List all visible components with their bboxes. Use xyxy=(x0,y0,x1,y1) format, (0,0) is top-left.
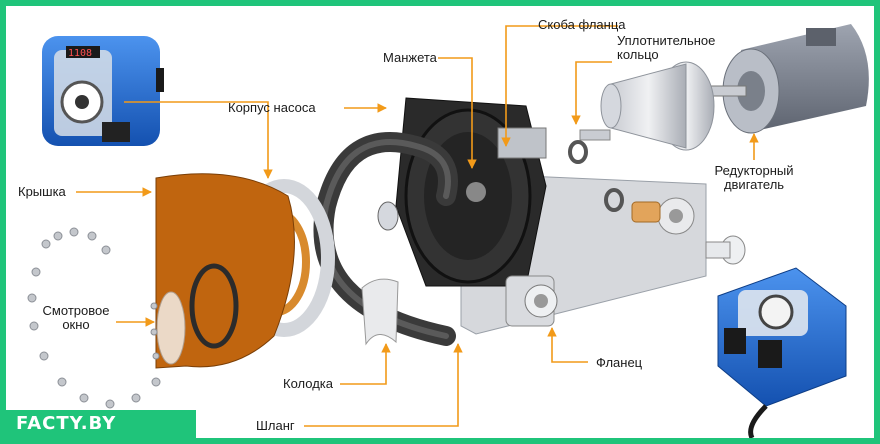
hose xyxy=(313,132,458,346)
gear-motor xyxy=(705,24,869,134)
cover xyxy=(155,173,295,369)
flange xyxy=(505,235,746,327)
label-sealing-ring: Уплотнительное кольцо xyxy=(617,33,716,62)
label-cover: Крышка xyxy=(18,184,66,199)
label-flange-bracket: Скоба фланца xyxy=(538,17,626,32)
label-sight-window: Смотровое окно xyxy=(42,303,110,332)
dosing-pump-top: 1108 xyxy=(42,36,164,146)
screws xyxy=(27,227,161,409)
label-gear-motor: Редукторный двигатель xyxy=(714,163,794,192)
pump-display: 1108 xyxy=(68,48,92,59)
dosing-pump-bottom xyxy=(717,267,847,438)
label-shoe: Колодка xyxy=(283,376,333,391)
label-hose: Шланг xyxy=(256,418,295,433)
label-cuff: Манжета xyxy=(383,50,437,65)
pump-body xyxy=(377,97,547,287)
exploded-pump-illustration: 1108 xyxy=(27,24,869,438)
label-flange: Фланец xyxy=(596,355,643,370)
shoe xyxy=(361,278,399,346)
leader-arrows xyxy=(76,25,759,427)
label-pump-housing: Корпус насоса xyxy=(228,100,316,115)
shaft-assembly xyxy=(568,61,715,164)
brand-badge: FACTY.BY xyxy=(6,410,196,438)
